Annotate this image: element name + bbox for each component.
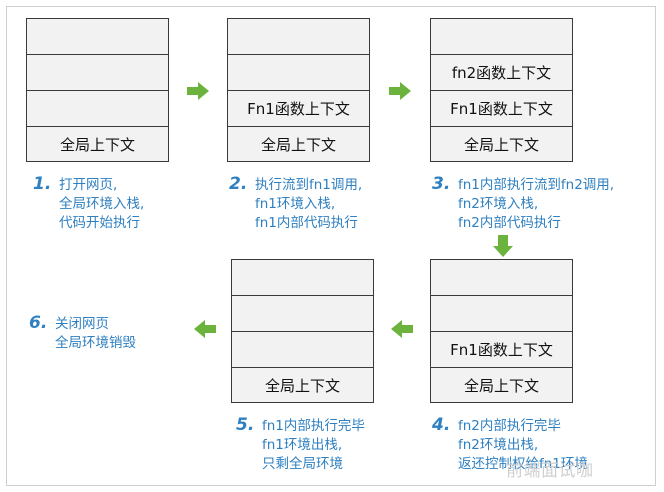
step-text-line: 只剩全局环境 bbox=[262, 456, 343, 472]
step-text-line: 全局环境入栈, bbox=[59, 196, 145, 212]
step-number: 1. bbox=[33, 174, 52, 194]
step-text-line: fn1内部执行流到fn2调用, bbox=[458, 177, 615, 193]
stack-cell bbox=[431, 260, 572, 295]
step-text-line: 关闭网页 bbox=[55, 316, 109, 332]
arrow-right-icon bbox=[187, 82, 209, 100]
stack-cell bbox=[232, 331, 373, 367]
global-context-cell: 全局上下文 bbox=[27, 126, 168, 161]
step-number: 2. bbox=[229, 174, 248, 194]
step-1-caption: 1. 打开网页, 全局环境入栈, 代码开始执行 bbox=[33, 174, 193, 236]
step-text-line: 代码开始执行 bbox=[59, 215, 140, 231]
stack-cell bbox=[232, 260, 373, 295]
step-2-caption: 2. 执行流到fn1调用, fn1环境入栈, fn1内部代码执行 bbox=[229, 174, 419, 236]
stack-cell bbox=[27, 54, 168, 90]
step-text-line: 打开网页, bbox=[59, 177, 118, 193]
step-number: 4. bbox=[432, 415, 451, 435]
fn1-context-cell: Fn1函数上下文 bbox=[228, 90, 369, 126]
stack-cell bbox=[431, 295, 572, 331]
step-text-line: fn1环境入栈, bbox=[255, 196, 336, 212]
step-text-line: 全局环境销毁 bbox=[55, 335, 136, 351]
arrow-left-icon bbox=[194, 320, 216, 338]
arrow-right-icon bbox=[389, 82, 411, 100]
step-number: 3. bbox=[432, 174, 451, 194]
step-text-line: fn2环境入栈, bbox=[458, 196, 539, 212]
global-context-cell: 全局上下文 bbox=[228, 126, 369, 161]
arrow-down-icon bbox=[493, 235, 513, 257]
global-context-cell: 全局上下文 bbox=[431, 367, 572, 402]
stack-cell bbox=[27, 90, 168, 126]
fn2-context-cell: fn2函数上下文 bbox=[431, 54, 572, 90]
stack-step-3: fn2函数上下文 Fn1函数上下文 全局上下文 bbox=[430, 18, 573, 162]
global-context-cell: 全局上下文 bbox=[232, 367, 373, 402]
stack-step-5: 全局上下文 bbox=[231, 259, 374, 403]
stack-cell bbox=[228, 19, 369, 54]
stack-cell bbox=[228, 54, 369, 90]
global-context-cell: 全局上下文 bbox=[431, 126, 572, 161]
stack-step-1: 全局上下文 bbox=[26, 18, 169, 162]
step-text-line: fn2内部代码执行 bbox=[458, 215, 561, 231]
fn1-context-cell: Fn1函数上下文 bbox=[431, 90, 572, 126]
step-text-line: fn1内部代码执行 bbox=[255, 215, 358, 231]
diagram-frame bbox=[6, 6, 656, 486]
arrow-left-icon bbox=[391, 320, 413, 338]
step-text-line: 返还控制权给fn1环境 bbox=[458, 456, 588, 472]
step-4-caption: 4. fn2内部执行完毕 fn2环境出栈, 返还控制权给fn1环境 bbox=[432, 415, 647, 477]
step-3-caption: 3. fn1内部执行流到fn2调用, fn2环境入栈, fn2内部代码执行 bbox=[432, 174, 656, 236]
stack-step-2: Fn1函数上下文 全局上下文 bbox=[227, 18, 370, 162]
fn1-context-cell: Fn1函数上下文 bbox=[431, 331, 572, 367]
step-text-line: fn1环境出栈, bbox=[262, 437, 343, 453]
stack-cell bbox=[431, 19, 572, 54]
stack-cell bbox=[232, 295, 373, 331]
step-text-line: 执行流到fn1调用, bbox=[255, 177, 363, 193]
step-5-caption: 5. fn1内部执行完毕 fn1环境出栈, 只剩全局环境 bbox=[236, 415, 416, 477]
step-text-line: fn2环境出栈, bbox=[458, 437, 539, 453]
step-number: 6. bbox=[29, 313, 48, 333]
step-text-line: fn2内部执行完毕 bbox=[458, 418, 561, 434]
step-number: 5. bbox=[236, 415, 255, 435]
step-text-line: fn1内部执行完毕 bbox=[262, 418, 365, 434]
watermark: 前端面试咖 bbox=[506, 461, 594, 481]
stack-cell bbox=[27, 19, 168, 54]
stack-step-4: Fn1函数上下文 全局上下文 bbox=[430, 259, 573, 403]
step-6-caption: 6. 关闭网页 全局环境销毁 bbox=[29, 313, 189, 355]
